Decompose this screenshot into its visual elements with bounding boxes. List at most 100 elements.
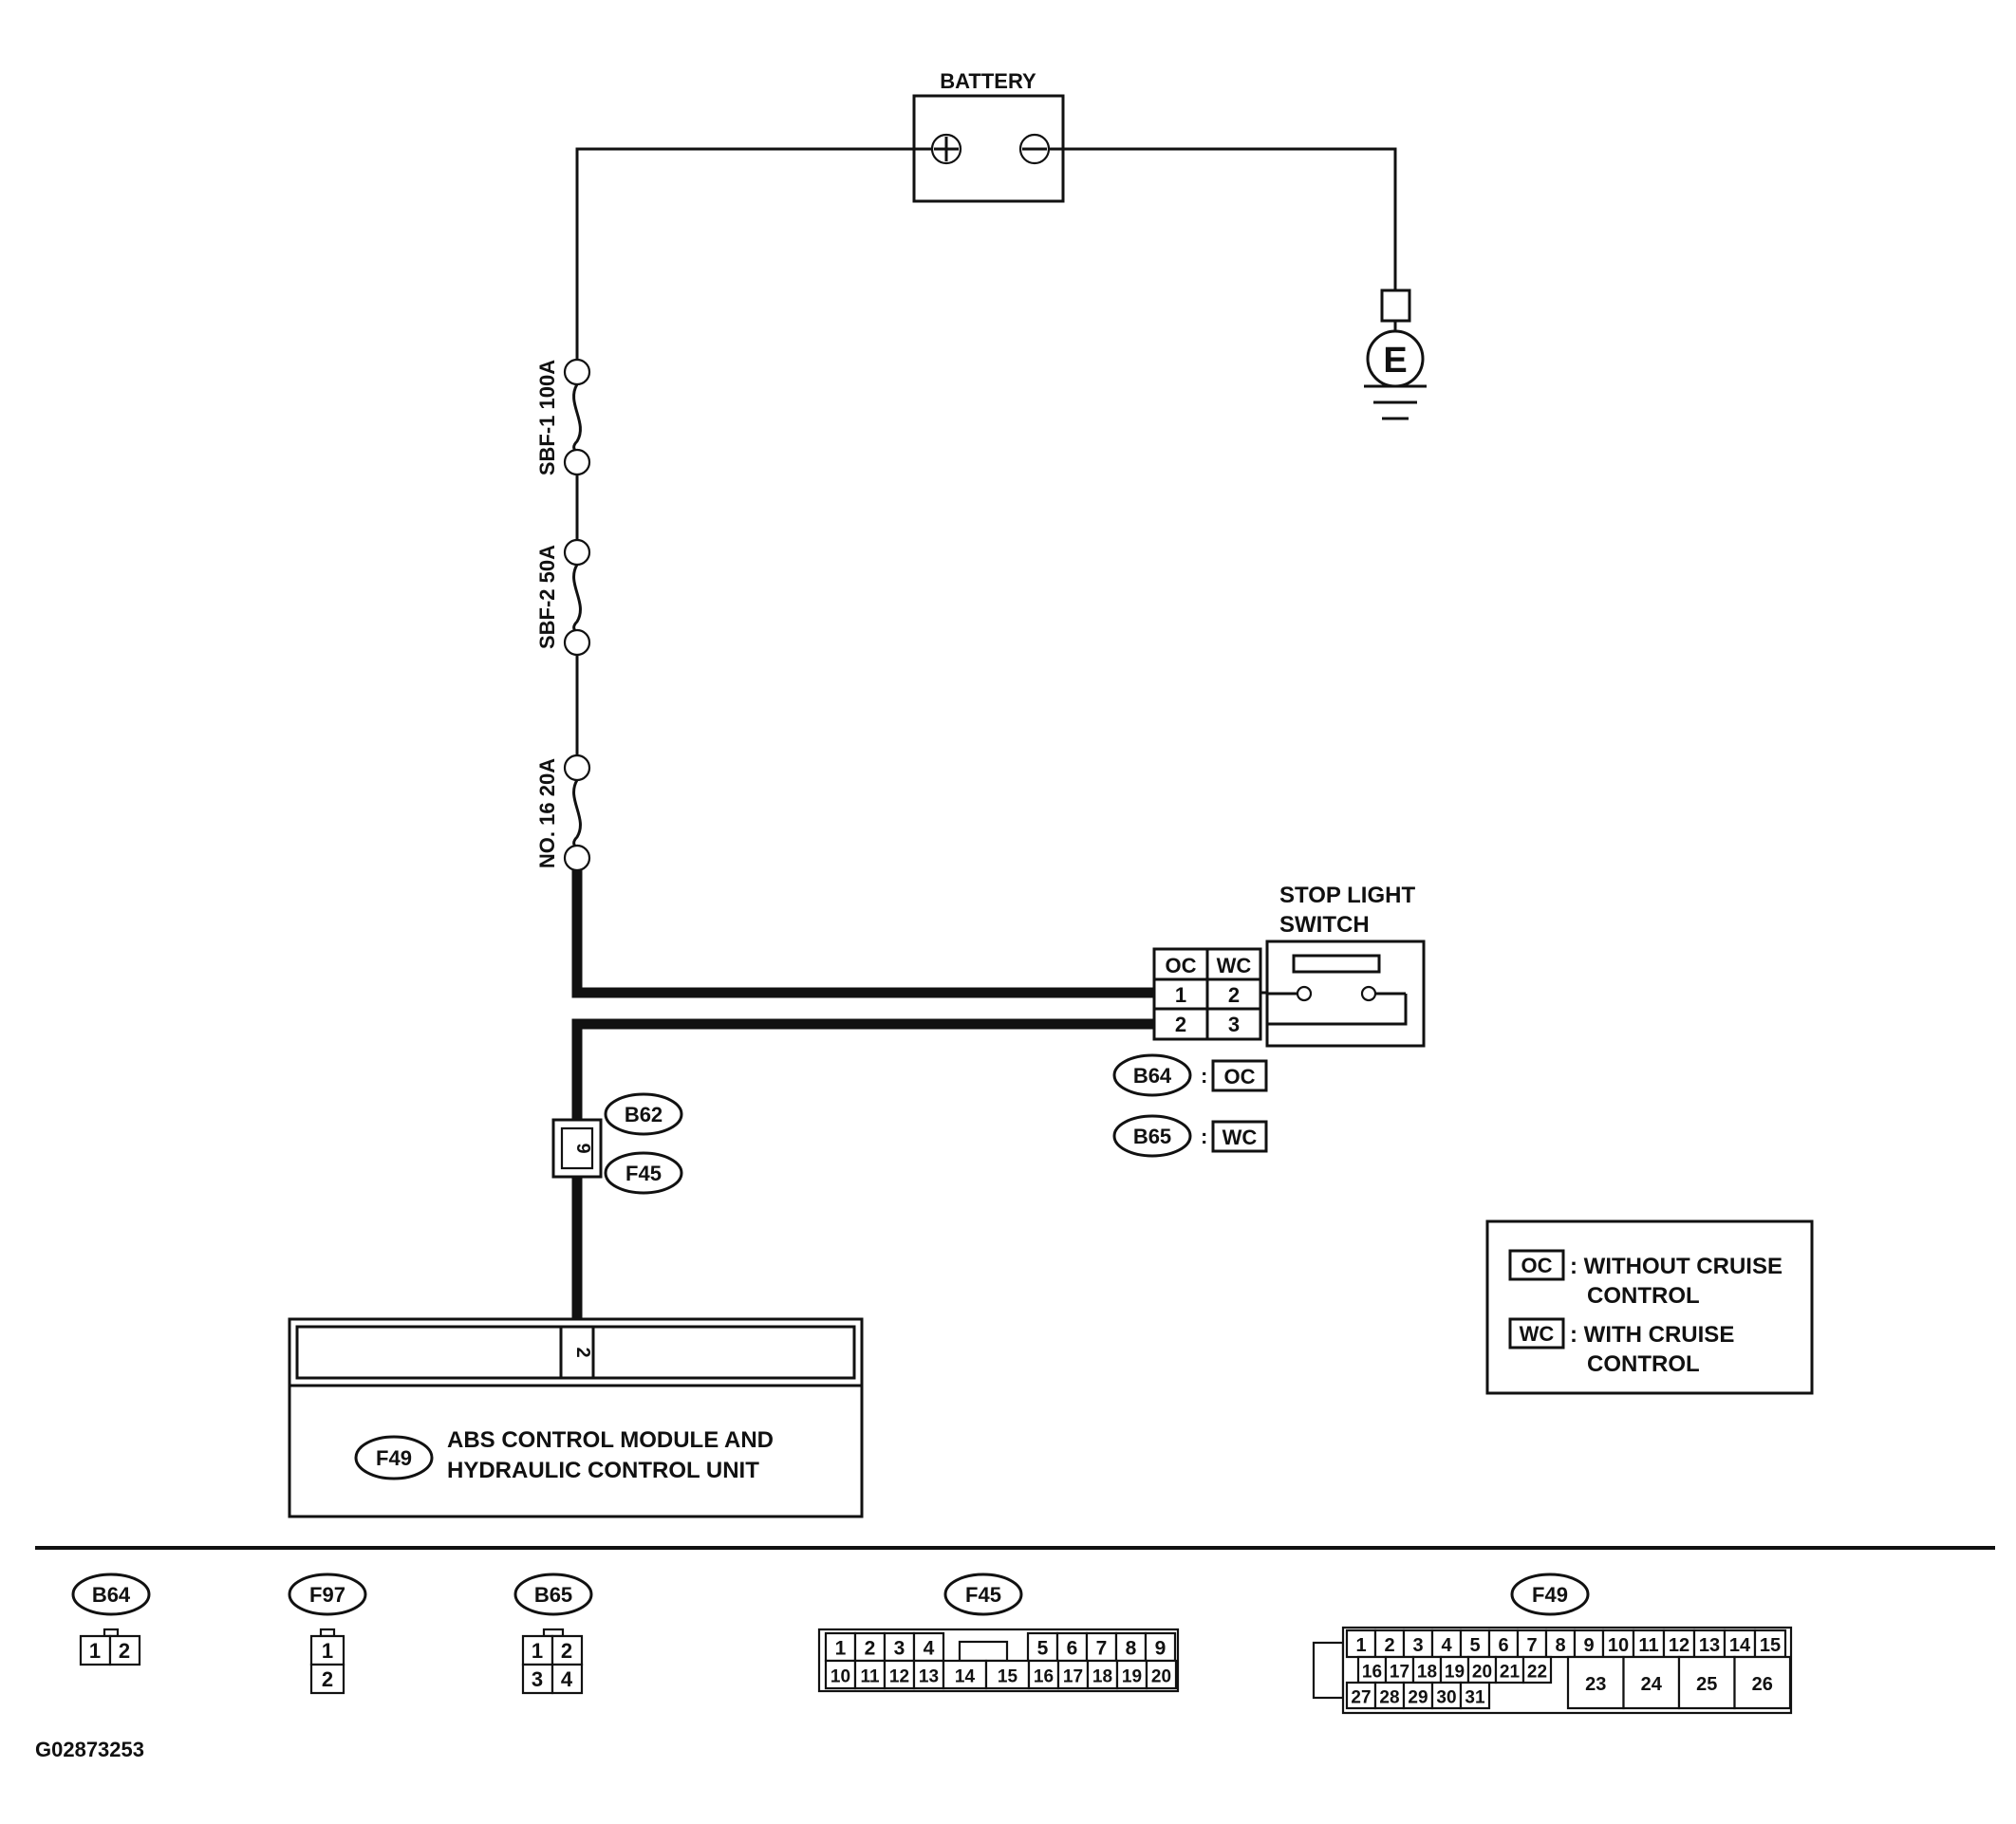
view-f49-pin-2: 2: [1384, 1635, 1394, 1656]
callout-b65-variant: WC: [1223, 1126, 1258, 1149]
feed-wire-to-switch: [571, 870, 1154, 998]
view-f45-id: F45: [965, 1583, 1001, 1607]
view-f45-pin-9-cell: [1144, 1631, 1177, 1663]
view-f45-pin-13: 13: [919, 1667, 939, 1687]
view-f97-pin-2: 2: [322, 1667, 333, 1691]
callout-b64-id: B64: [1133, 1064, 1172, 1088]
view-f49-pin-4: 4: [1441, 1635, 1452, 1656]
connector-view-f97: F97 1 2: [288, 1573, 367, 1695]
switch-col-wc: WC: [1217, 954, 1252, 977]
inline-connector-f45: F45: [625, 1162, 662, 1185]
view-f97-id: F97: [309, 1583, 345, 1607]
battery: BATTERY: [912, 69, 1065, 203]
view-f97-pin-1: 1: [322, 1639, 333, 1663]
view-f49-pin-5-cell: [1459, 1629, 1491, 1659]
view-f49-pin-8: 8: [1555, 1635, 1565, 1656]
stop-light-switch-label-1: STOP LIGHT: [1279, 883, 1415, 908]
view-f49-pin-10: 10: [1608, 1635, 1629, 1656]
view-f45-pin-18-cell: [1086, 1659, 1119, 1690]
figure-code: G02873253: [35, 1738, 144, 1761]
view-f49-pin-26: 26: [1752, 1674, 1773, 1695]
view-f49-pin-5: 5: [1469, 1635, 1480, 1656]
legend-oc-code: OC: [1521, 1254, 1553, 1277]
view-f45-pin-8: 8: [1126, 1638, 1137, 1660]
view-f45-pin-4-cell: [912, 1631, 945, 1663]
view-f45-pin-19: 19: [1122, 1667, 1142, 1687]
view-f49-pin-26-cell: [1733, 1655, 1792, 1710]
view-f45-pin-20: 20: [1151, 1667, 1171, 1687]
view-f49-pin-31-cell: [1459, 1681, 1491, 1710]
view-f45-pin-17: 17: [1063, 1667, 1083, 1687]
view-f49-pin-15: 15: [1760, 1635, 1781, 1656]
abs-module-label-1: ABS CONTROL MODULE AND: [447, 1427, 774, 1453]
view-f49-pin-24-cell: [1622, 1655, 1681, 1710]
battery-negative-wire: [1049, 147, 1397, 290]
view-f45-pin-6: 6: [1067, 1638, 1078, 1660]
view-f49-pin-6: 6: [1498, 1635, 1508, 1656]
fuse-sbf-2-label: SBF-2 50A: [535, 545, 559, 649]
abs-control-module: 2 F49 ABS CONTROL MODULE AND HYDRAULIC C…: [288, 1317, 864, 1518]
view-b65-pin-2: 2: [561, 1639, 572, 1663]
view-f49-pin-3: 3: [1412, 1635, 1423, 1656]
view-f49-pin-11: 11: [1638, 1635, 1658, 1656]
switch-pin-wc-2: 2: [1228, 983, 1240, 1007]
connector-callout-b64: B64 : OC: [1112, 1053, 1268, 1097]
svg-text::: :: [1201, 1064, 1207, 1088]
switch-pin-oc-2: 2: [1175, 1013, 1186, 1036]
view-f45-pin-12: 12: [889, 1667, 909, 1687]
view-f49-pin-8-cell: [1544, 1629, 1577, 1659]
view-f45-pin-13-cell: [912, 1659, 945, 1690]
legend-wc-line1: : WITH CRUISE: [1570, 1322, 1734, 1348]
connector-view-b64: B64 1 2: [71, 1573, 151, 1666]
connector-callout-b65: B65 : WC: [1112, 1114, 1268, 1158]
view-f45-pin-11-cell: [853, 1659, 887, 1690]
view-f49-pin-28: 28: [1379, 1688, 1399, 1708]
svg-text::: :: [1201, 1125, 1207, 1148]
view-f49-pin-17: 17: [1390, 1663, 1409, 1683]
inline-connector-pin: 9: [572, 1143, 593, 1153]
view-f49-pin-30: 30: [1436, 1688, 1456, 1708]
view-f45-pin-7-cell: [1085, 1631, 1118, 1663]
view-f45-pin-1: 1: [835, 1638, 847, 1660]
view-f49-pin-29: 29: [1408, 1688, 1428, 1708]
view-f45-pin-5: 5: [1037, 1638, 1049, 1660]
callout-b64-variant: OC: [1224, 1065, 1256, 1089]
view-b65-id: B65: [534, 1583, 572, 1607]
view-f45-pin-3: 3: [894, 1638, 905, 1660]
view-f45-pin-16-cell: [1027, 1659, 1060, 1690]
switch-pin-oc-1: 1: [1175, 983, 1186, 1007]
view-f49-pin-10-cell: [1601, 1629, 1635, 1659]
view-f49-pin-13: 13: [1699, 1635, 1720, 1656]
view-b65-pin-3: 3: [532, 1667, 543, 1691]
fuse-no-16-label: NO. 16 20A: [535, 758, 559, 868]
legend-oc-line1: : WITHOUT CRUISE: [1570, 1254, 1783, 1279]
view-f45-pin-20-cell: [1145, 1659, 1178, 1690]
view-f49-pin-22: 22: [1527, 1663, 1547, 1683]
view-f45-pin-14-cell: [942, 1659, 988, 1690]
signal-wire-from-switch: [571, 1018, 1154, 1127]
view-f49-pin-14: 14: [1729, 1635, 1751, 1656]
view-f49-pin-18: 18: [1417, 1663, 1437, 1683]
view-f49-pin-9-cell: [1573, 1629, 1605, 1659]
legend-oc-line2: CONTROL: [1587, 1283, 1700, 1309]
view-f49-pin-25-cell: [1677, 1655, 1736, 1710]
view-f45-pin-4: 4: [924, 1638, 935, 1660]
view-f49-pin-19: 19: [1445, 1663, 1465, 1683]
view-f49-pin-21: 21: [1500, 1663, 1521, 1683]
legend-wc-line2: CONTROL: [1587, 1351, 1700, 1377]
view-b64-id: B64: [92, 1583, 131, 1607]
view-f45-pin-2-cell: [853, 1631, 887, 1663]
view-f49-pin-2-cell: [1373, 1629, 1406, 1659]
battery-label: BATTERY: [940, 69, 1036, 93]
legend-wc-code: WC: [1520, 1322, 1555, 1346]
view-f49-pin-27-cell: [1345, 1681, 1377, 1710]
view-f45-pin-10-cell: [824, 1659, 857, 1690]
view-f49-pin-23-cell: [1566, 1655, 1625, 1710]
ground-label: E: [1383, 341, 1407, 381]
view-f49-pin-7: 7: [1526, 1635, 1537, 1656]
view-f49-pin-15-cell: [1753, 1629, 1787, 1659]
view-f49-pin-22-cell: [1521, 1655, 1553, 1684]
ground-point: E: [1364, 288, 1427, 420]
